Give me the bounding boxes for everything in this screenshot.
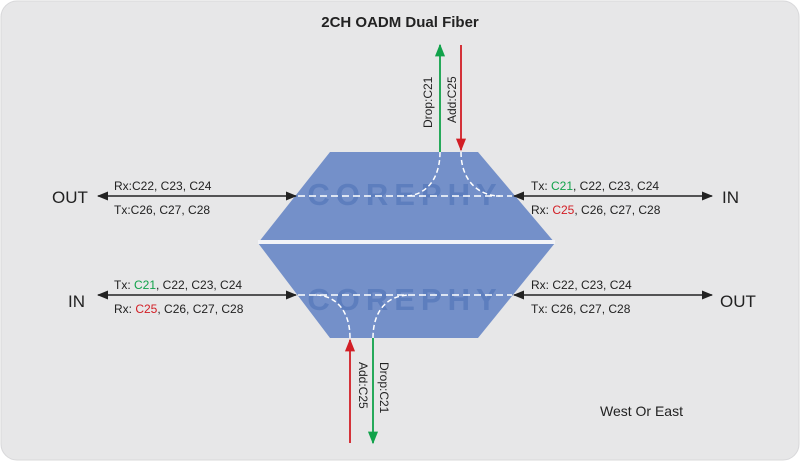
tx-highlight-channel: C21: [551, 179, 573, 193]
bottom-left-rx-text: Rx: C25, C26, C27, C28: [114, 302, 244, 316]
bottom-right-rx-text: Rx: C22, C23, C24: [531, 278, 632, 292]
top-drop-curve: [404, 151, 441, 197]
watermark-bottom: COREPHY: [307, 282, 502, 317]
oadm-module-body: [258, 152, 555, 338]
top-right-rx-text: Rx: C25, C26, C27, C28: [531, 203, 661, 217]
location-note: West Or East: [600, 403, 683, 419]
top-left-port-label: OUT: [52, 188, 88, 207]
tx-prefix: Tx:: [114, 278, 134, 292]
rx-highlight-channel: C25: [552, 203, 574, 217]
top-right-port-label: IN: [722, 188, 739, 207]
diagram-title: 2CH OADM Dual Fiber: [321, 14, 479, 31]
rx-rest: , C26, C27, C28: [574, 203, 660, 217]
watermark-bottom-text: COREPHY: [307, 282, 502, 317]
bottom-drop-curve: [372, 294, 411, 339]
tx-rest: , C22, C23, C24: [573, 179, 659, 193]
top-add-curve: [460, 151, 501, 197]
rx-rest: , C26, C27, C28: [157, 302, 243, 316]
watermark-top: COREPHY: [307, 177, 502, 212]
watermark-top-text: COREPHY: [307, 177, 502, 212]
bottom-right-port-label: OUT: [720, 292, 756, 311]
top-drop-label: Drop:C21: [421, 76, 435, 128]
top-left-rx-text: Rx:C22, C23, C24: [114, 179, 212, 193]
rx-prefix: Rx:: [114, 302, 135, 316]
top-right-tx-text: Tx: C21, C22, C23, C24: [531, 179, 659, 193]
tx-rest: , C22, C23, C24: [156, 278, 242, 292]
bottom-add-curve: [314, 294, 351, 339]
bottom-left-tx-text: Tx: C21, C22, C23, C24: [114, 278, 242, 292]
top-add-label: Add:C25: [445, 76, 459, 123]
rx-prefix: Rx:: [531, 203, 552, 217]
tx-highlight-channel: C21: [134, 278, 156, 292]
top-left-tx-text: Tx:C26, C27, C28: [114, 203, 210, 217]
bottom-left-port-label: IN: [68, 292, 85, 311]
bottom-add-label: Add:C25: [356, 362, 370, 409]
bottom-drop-label: Drop:C21: [377, 362, 391, 414]
rx-highlight-channel: C25: [135, 302, 157, 316]
tx-prefix: Tx:: [531, 179, 551, 193]
bottom-right-tx-text: Tx: C26, C27, C28: [531, 302, 631, 316]
